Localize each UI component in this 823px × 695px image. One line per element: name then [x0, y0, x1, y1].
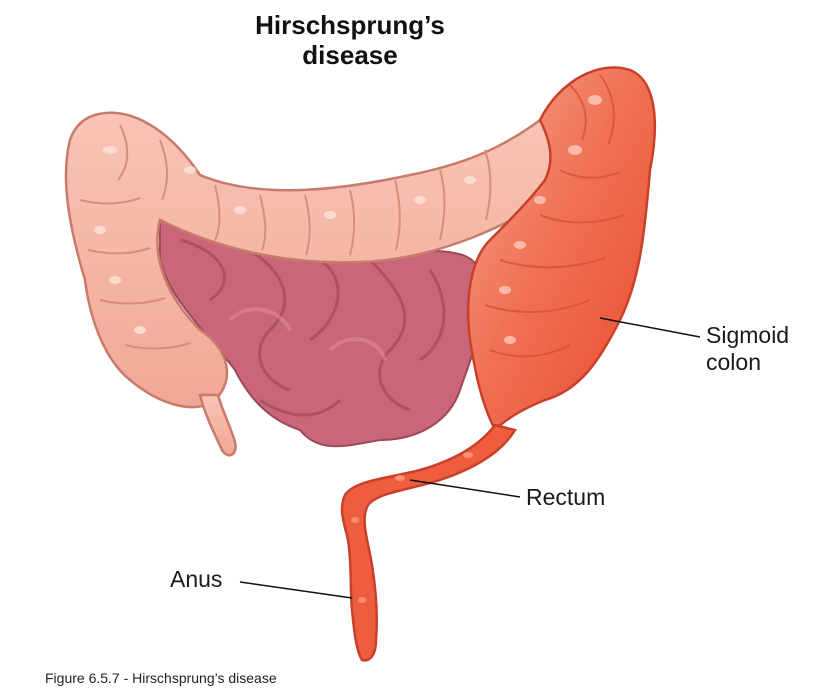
rectum-leader-line: [409, 479, 521, 498]
healthy-colon: [64, 111, 556, 457]
sigmoid-colon: [466, 66, 656, 433]
figure-caption: Figure 6.5.7 - Hirschsprung’s disease: [45, 670, 277, 686]
sigmoid-label-line-2: colon: [706, 349, 761, 375]
rectum-label: Rectum: [526, 484, 606, 510]
sigmoid-colon-label: Sigmoid colon: [706, 322, 789, 376]
sigmoid-leader-line: [599, 317, 701, 338]
small-intestine: [159, 218, 482, 448]
title-line-1: Hirschsprung’s: [255, 10, 445, 40]
rectum: [340, 423, 517, 662]
anus-leader-line: [239, 581, 353, 599]
title-line-2: disease: [302, 40, 398, 70]
anus-label: Anus: [170, 566, 223, 592]
diagram-title: Hirschsprung’s disease: [200, 10, 500, 70]
sigmoid-label-line-1: Sigmoid: [706, 322, 790, 348]
